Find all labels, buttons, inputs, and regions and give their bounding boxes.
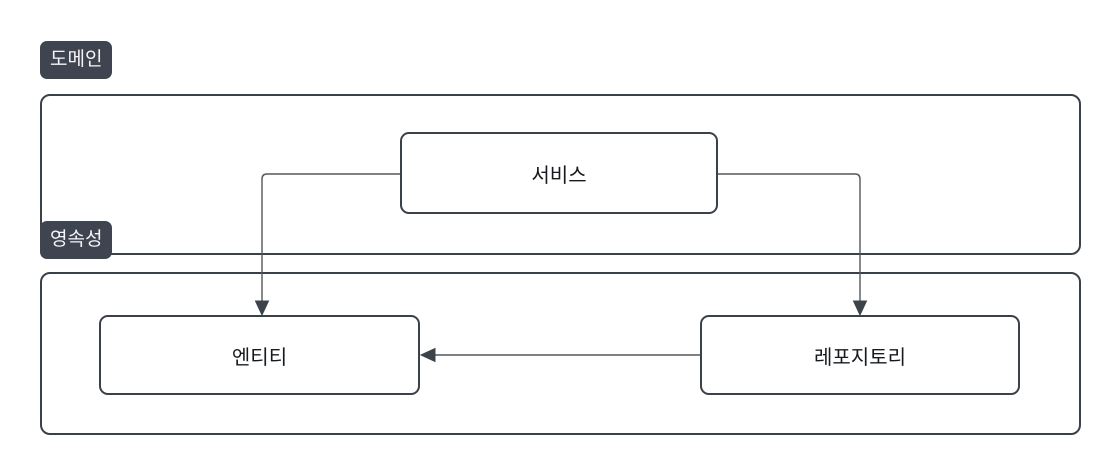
node-service: 서비스 xyxy=(400,132,718,214)
node-entity-label: 엔티티 xyxy=(231,346,288,369)
group-label-domain: 도메인 xyxy=(40,41,113,79)
group-label-persistence: 영속성 xyxy=(40,221,113,259)
node-repository-label: 레포지토리 xyxy=(814,346,906,369)
node-entity: 엔티티 xyxy=(99,315,420,395)
node-service-label: 서비스 xyxy=(531,164,587,187)
node-repository: 레포지토리 xyxy=(700,315,1020,395)
